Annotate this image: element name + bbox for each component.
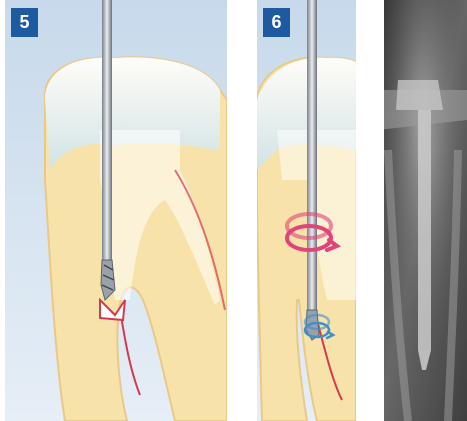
tooth-diagram-6: [257, 0, 356, 421]
xray-image: [378, 0, 467, 421]
step-6-illustration: 6: [257, 0, 356, 421]
xray-radiograph: [378, 0, 467, 421]
step-5-illustration: 5: [5, 0, 227, 421]
step-number-badge: 6: [263, 8, 290, 37]
tooth-diagram-5: [5, 0, 227, 421]
step-number-badge: 5: [11, 8, 38, 37]
